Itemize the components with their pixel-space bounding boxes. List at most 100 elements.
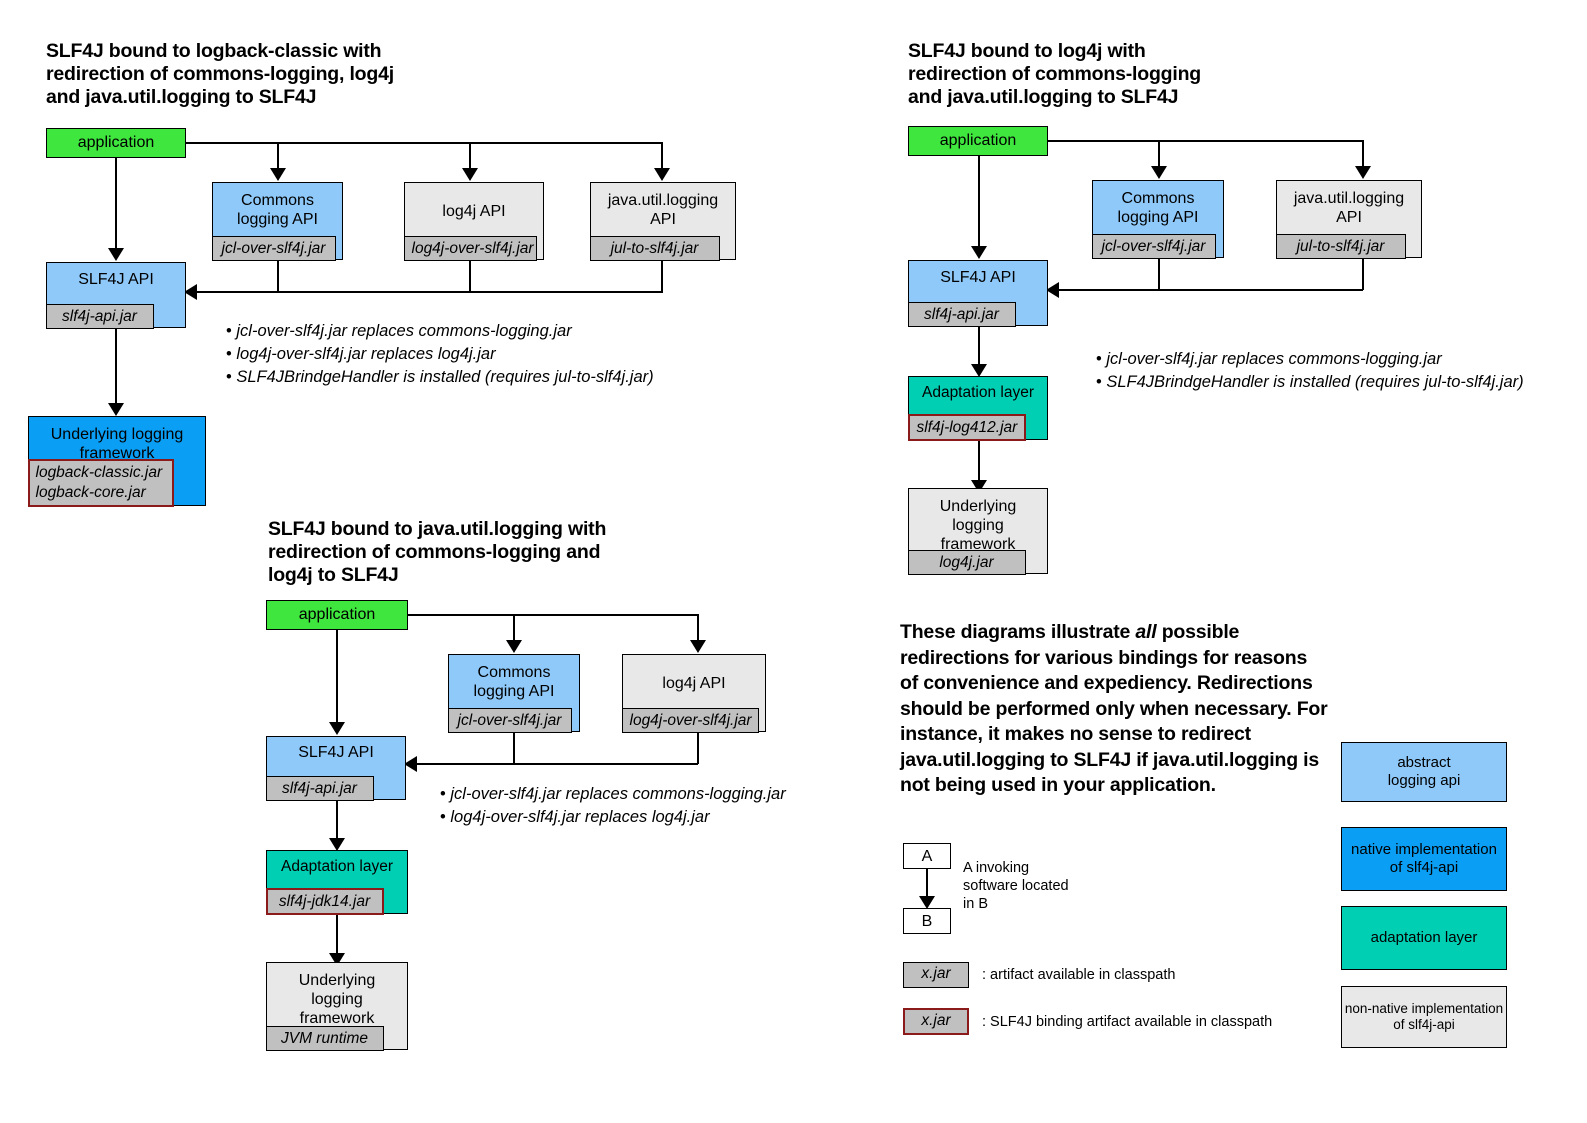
d2-arrow-jul [1355,166,1371,179]
d3-app-to-slf4j [336,630,338,726]
d3-node-commons-logging-api[interactable]: Commons logging API jcl-over-slf4j.jar [447,654,580,733]
d3-log4j-label: log4j API [662,675,726,692]
d1-arrow-jul [654,168,670,181]
legend-swatch-nonnative-text: non-native implementation of slf4j-api [1345,1001,1503,1033]
d2-commons-down [1158,258,1160,290]
legend-chip-binding: x.jar [903,1008,969,1035]
d1-commons-down [277,260,279,292]
d3-node-adaptation-layer[interactable]: Adaptation layer slf4j-jdk14.jar [265,850,408,915]
diagram1-title-line1: SLF4J bound to logback-classic with [46,40,382,62]
d1-underlying-jar1: logback-classic.jar [35,463,163,481]
legend-invoke-line1: A invoking [963,860,1030,876]
legend-invoke-text: A invoking software located in B [963,859,1069,913]
legend-swatch-abstract-l2: logging api [1387,772,1461,789]
d3-node-application[interactable]: application [266,600,408,630]
d1-node-slf4j-api[interactable]: SLF4J API slf4j-api.jar [45,262,186,329]
diagram3-title-line2: redirection of commons-logging and [268,541,601,563]
d3-note-1: jcl-over-slf4j.jar replaces commons-logg… [440,783,785,806]
d1-arrow-into-slf4j [184,284,197,300]
prose-part2: possible redirections for various bindin… [900,621,1328,771]
d3-underlying-jar: JVM runtime [265,1025,384,1051]
prose-part3: not being used in your application. [900,774,1216,796]
d2-app-rail [1048,140,1363,142]
d1-jul-label1: java.util.logging [607,192,719,209]
d1-underlying-label1: Underlying logging [50,426,184,443]
legend-chip-binding-label: x.jar [921,1012,951,1029]
d1-node-underlying-framework[interactable]: Underlying logging framework logback-cla… [27,416,206,507]
d1-jul-down [661,260,663,292]
d3-note-2: log4j-over-slf4j.jar replaces log4j.jar [440,806,786,829]
d3-underlying-label1: Underlying [298,972,376,989]
d3-node-log4j-api[interactable]: log4j API log4j-over-slf4j.jar [621,654,766,733]
d3-node-underlying-framework[interactable]: Underlying logging framework JVM runtime [265,962,408,1051]
d3-arrow-adapt [329,838,345,851]
d1-arrow-commons [270,168,286,181]
d1-underlying-label2: framework [79,445,155,462]
d2-node-slf4j-api[interactable]: SLF4J API slf4j-api.jar [907,260,1048,327]
d3-arrow-slf4j [329,722,345,735]
explanatory-paragraph: These diagrams illustrate all possible r… [900,620,1330,799]
d3-drop-commons [513,614,515,646]
diagram1-title-line3: and java.util.logging to SLF4J [46,86,317,108]
legend-swatch-adaptation-l1: adaptation layer [1370,929,1478,946]
d3-commons-jar: jcl-over-slf4j.jar [447,707,572,733]
legend-chip-artifact-desc: : artifact available in classpath [982,967,1176,983]
d2-drop-commons [1158,140,1160,172]
d3-commons-label1: Commons [477,664,551,681]
d3-drop-log4j [697,614,699,646]
d1-commons-jar: jcl-over-slf4j.jar [211,235,336,261]
d2-node-jul-api[interactable]: java.util.logging API jul-to-slf4j.jar [1275,180,1422,259]
diagram2-notes: jcl-over-slf4j.jar replaces commons-logg… [1096,348,1523,394]
d2-adapt-to-underlying [978,440,980,485]
d2-node-adaptation-layer[interactable]: Adaptation layer slf4j-log412.jar [907,376,1048,441]
d1-drop-jul [661,142,663,173]
d2-commons-label2: logging API [1117,209,1199,226]
d3-node-slf4j-api[interactable]: SLF4J API slf4j-api.jar [265,736,406,801]
d2-adaptation-label: Adaptation layer [921,384,1035,401]
diagram1-notes: jcl-over-slf4j.jar replaces commons-logg… [226,320,653,389]
d1-log4j-jar: log4j-over-slf4j.jar [403,235,537,261]
diagram2-title-line2: redirection of commons-logging [908,63,1202,85]
d3-commons-label2: logging API [473,683,555,700]
d3-log4j-down [697,732,699,764]
legend-box-a-label: A [921,848,933,865]
d1-jul-label2: API [650,211,676,228]
d1-underlying-jars: logback-classic.jar logback-core.jar [27,458,174,507]
d1-application-label: application [77,134,155,151]
d1-arrow-log4j [462,168,478,181]
prose-part1: These diagrams illustrate [900,621,1136,643]
legend-swatch-native-impl: native implementation of slf4j-api [1341,827,1507,891]
legend-invoke-line2: software located [963,878,1069,894]
d3-slf4j-to-adapt [336,800,338,842]
diagram1-title-line2: redirection of commons-logging, log4j [46,63,394,85]
d1-node-application[interactable]: application [46,128,186,158]
prose-emphasis: all [1135,621,1157,643]
d2-node-underlying-framework[interactable]: Underlying logging framework log4j.jar [907,488,1048,575]
diagram3-title-line1: SLF4J bound to java.util.logging with [268,518,607,540]
d1-jul-jar: jul-to-slf4j.jar [589,235,720,261]
d1-commons-label1: Commons [241,192,314,209]
legend-swatch-abstract-text: abstract logging api [1388,754,1461,790]
legend-swatch-native-l2: of slf4j-api [1389,859,1459,876]
legend-swatch-adaptation-layer: adaptation layer [1341,906,1507,970]
d1-node-commons-logging-api[interactable]: Commons logging API jcl-over-slf4j.jar [211,182,343,261]
diagram2-title-line3: and java.util.logging to SLF4J [908,86,1179,108]
legend-swatch-nonnative-l2: of slf4j-api [1393,1017,1455,1032]
d3-underlying-label3: framework [299,1010,375,1027]
d1-underlying-jar2: logback-core.jar [35,483,146,501]
d2-slf4j-jar: slf4j-api.jar [907,301,1016,327]
d1-arrow-underlying [108,403,124,416]
d2-jul-label1: java.util.logging [1293,190,1405,207]
d1-node-jul-api[interactable]: java.util.logging API jul-to-slf4j.jar [589,182,736,261]
d3-arrow-commons [506,640,522,653]
d1-node-log4j-api[interactable]: log4j API log4j-over-slf4j.jar [403,182,544,261]
d2-node-commons-logging-api[interactable]: Commons logging API jcl-over-slf4j.jar [1091,180,1224,259]
diagram3-title: SLF4J bound to java.util.logging with re… [268,518,606,587]
d1-drop-log4j [469,142,471,173]
d1-bottom-rail [190,291,663,293]
d2-node-application[interactable]: application [908,126,1048,156]
d2-note-2: SLF4JBrindgeHandler is installed (requir… [1096,371,1523,394]
diagram2-title: SLF4J bound to log4j with redirection of… [908,40,1201,109]
legend-a-to-b-arrow [919,896,935,909]
d2-adaptation-jar: slf4j-log412.jar [907,413,1026,441]
